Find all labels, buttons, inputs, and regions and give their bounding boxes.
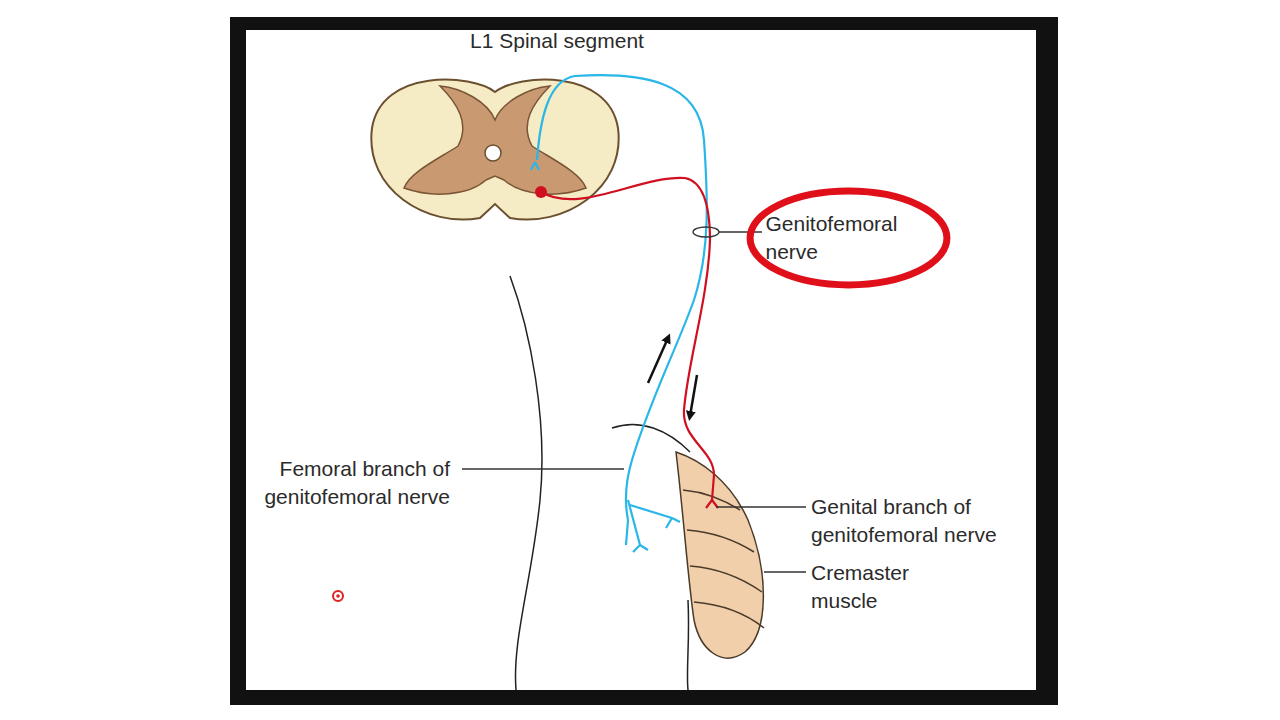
segment-label: L1 Spinal segment (470, 27, 730, 55)
cursor-marker (336, 594, 340, 598)
motor-neuron (535, 186, 547, 198)
highlight-ellipse (750, 191, 947, 285)
cursor-marker (333, 591, 343, 601)
groin-outline (612, 424, 690, 452)
nerve-ring (693, 227, 719, 237)
circled-label: Genitofemoral nerve (752, 192, 945, 284)
direction-arrow (648, 338, 668, 383)
direction-arrow (690, 375, 697, 416)
highlight-ellipse (752, 192, 945, 284)
efferent-fibre (541, 178, 718, 508)
leader-line (716, 506, 806, 507)
nerve-label: Genitofemoral nerve (766, 210, 931, 266)
panel (246, 30, 1036, 690)
thigh-outline (687, 600, 688, 690)
part-label: Cremaster muscle (811, 559, 981, 615)
afferent-fibre (531, 75, 707, 552)
muscle-stripes (683, 490, 764, 628)
grey-matter (404, 86, 586, 194)
leader-line (462, 468, 624, 469)
cremaster-muscle-shape (676, 452, 763, 658)
body-outline (510, 276, 542, 690)
leader-line (719, 231, 762, 232)
part-label: Femoral branch of genitofemoral nerve (230, 455, 450, 511)
leader-line (764, 571, 806, 572)
part-label: Genital branch of genitofemoral nerve (811, 493, 1036, 549)
frame (230, 17, 1058, 705)
central-canal (485, 145, 501, 161)
